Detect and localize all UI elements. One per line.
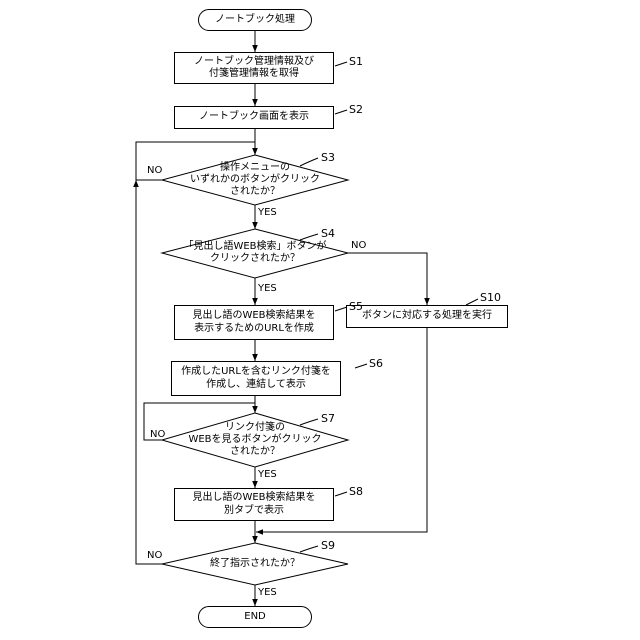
start-terminal: ノートブック処理 (198, 9, 312, 31)
end-terminal: END (198, 606, 312, 628)
arrow-s9-no-loop (136, 180, 162, 564)
s8-process-box: 見出し語のWEB検索結果を 別タブで表示 (174, 488, 334, 521)
s7-text-line-1: リンク付箋の (225, 422, 285, 434)
arrow-s4-no-to-s10 (348, 253, 427, 305)
s8-text-line-1: 見出し語のWEB検索結果を (192, 492, 315, 505)
s1-label-leader (335, 62, 347, 66)
s7-yes-label: YES (258, 470, 277, 480)
s7-text-line-2: WEBを見るボタンがクリック (188, 434, 321, 446)
s7-step-id: S7 (321, 413, 335, 424)
s7-decision: リンク付箋の WEBを見るボタンがクリック されたか？ (180, 418, 330, 462)
s8-step-id: S8 (349, 486, 363, 497)
s3-text-line-3: されたか？ (230, 186, 280, 198)
s3-decision: 操作メニューの いずれかのボタンがクリック されたか？ (180, 158, 330, 202)
s1-text-line-1: ノートブック管理情報及び (194, 56, 314, 69)
s1-step-id: S1 (349, 56, 363, 67)
s2-label-leader (335, 110, 347, 114)
s3-text-line-2: いずれかのボタンがクリック (190, 174, 320, 186)
start-label: ノートブック処理 (215, 14, 295, 27)
s3-step-id: S3 (321, 152, 335, 163)
s10-text: ボタンに対応する処理を実行 (362, 310, 492, 323)
s9-text: 終了指示されたか？ (210, 558, 300, 570)
s10-step-id: S10 (480, 292, 501, 303)
s4-decision: 「見出し語WEB検索」ボタンが クリックされたか？ (175, 238, 335, 268)
s2-text: ノートブック画面を表示 (199, 111, 309, 124)
s6-text-line-2: 作成し、連結して表示 (206, 379, 306, 392)
s2-step-id: S2 (349, 104, 363, 115)
end-label: END (244, 611, 266, 624)
s1-text-line-2: 付箋管理情報を取得 (209, 68, 299, 81)
s9-label-leader (300, 546, 318, 552)
s10-process-box: ボタンに対応する処理を実行 (346, 305, 508, 328)
s4-step-id: S4 (321, 228, 335, 239)
s6-label-leader (355, 364, 367, 368)
s8-text-line-2: 別タブで表示 (224, 505, 284, 518)
s9-no-label: NO (147, 551, 162, 561)
s6-process-box: 作成したURLを含むリンク付箋を 作成し、連結して表示 (171, 361, 341, 396)
s3-text-line-1: 操作メニューの (220, 162, 290, 174)
s7-no-label: NO (150, 430, 165, 440)
s5-process-box: 見出し語のWEB検索結果を 表示するためのURLを作成 (174, 305, 334, 340)
s7-text-line-3: されたか？ (230, 446, 280, 458)
s3-no-label: NO (147, 166, 162, 176)
s2-process-box: ノートブック画面を表示 (174, 106, 334, 129)
s1-process-box: ノートブック管理情報及び 付箋管理情報を取得 (174, 52, 334, 84)
s4-text-line-2: クリックされたか？ (210, 253, 300, 265)
s3-yes-label: YES (258, 208, 277, 218)
s8-label-leader (335, 492, 347, 496)
s5-text-line-2: 表示するためのURLを作成 (194, 323, 314, 336)
s4-no-label: NO (351, 241, 366, 251)
s4-text-line-1: 「見出し語WEB検索」ボタンが (183, 241, 326, 253)
s6-text-line-1: 作成したURLを含むリンク付箋を (181, 366, 331, 379)
s6-step-id: S6 (369, 358, 383, 369)
s4-yes-label: YES (258, 284, 277, 294)
s9-decision: 終了指示されたか？ (185, 555, 325, 573)
s5-step-id: S5 (349, 301, 363, 312)
s5-text-line-1: 見出し語のWEB検索結果を (192, 310, 315, 323)
s9-step-id: S9 (321, 540, 335, 551)
s9-yes-label: YES (258, 588, 277, 598)
